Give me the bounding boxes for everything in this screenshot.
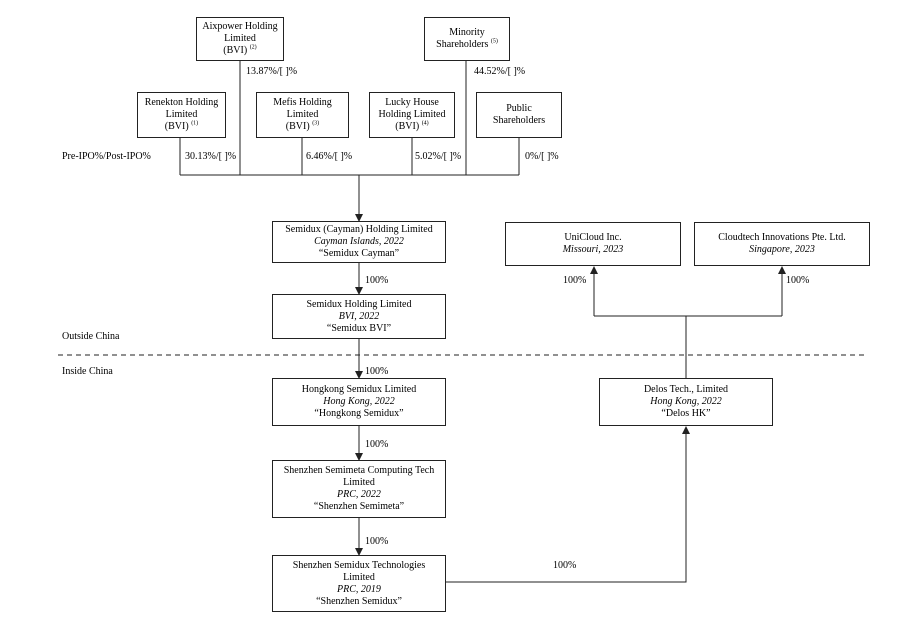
lucky-house-box: Lucky House Holding Limited (BVI) (4) — [369, 92, 455, 138]
mefis-ownership-label: 6.46%/[ ]% — [306, 151, 353, 162]
aixpower-box: Aixpower Holding Limited (BVI) (2) — [196, 17, 284, 61]
shenzhen-semidux-alias: “Shenzhen Semidux” — [316, 595, 402, 607]
minority-name-line1: Minority — [449, 27, 485, 38]
renekton-ownership-label: 30.13%/[ ]% — [185, 151, 237, 162]
cloudtech-box: Cloudtech Innovations Pte. Ltd. Singapor… — [694, 222, 870, 266]
outside-china-label: Outside China — [62, 331, 120, 342]
delos-hk-jurisdiction: Hong Kong, 2022 — [650, 396, 722, 407]
aixpower-name-line2: Limited — [224, 33, 256, 44]
minority-ownership-label: 44.52%/[ ]% — [474, 66, 526, 77]
semidux-cayman-alias: “Semidux Cayman” — [318, 248, 400, 259]
aixpower-ownership-label: 13.87%/[ ]% — [246, 66, 298, 77]
renekton-name-line2: Limited — [165, 109, 198, 120]
delos-to-unicloud-percent: 100% — [563, 275, 587, 286]
semidux-cayman-box: Semidux (Cayman) Holding Limited Cayman … — [272, 221, 446, 263]
minority-note: (5) — [490, 38, 498, 45]
hk-to-semimeta-percent: 100% — [365, 439, 389, 450]
delos-hk-alias: “Delos HK” — [661, 408, 711, 419]
inside-china-label: Inside China — [62, 366, 113, 377]
lucky-house-jurisdiction: (BVI) — [395, 121, 420, 132]
semidux-bvi-name: Semidux Holding Limited — [306, 298, 412, 310]
semidux-to-delos-percent: 100% — [553, 560, 577, 571]
mefis-box: Mefis Holding Limited (BVI) (3) — [256, 92, 349, 138]
hongkong-semidux-jurisdiction: Hong Kong, 2022 — [323, 396, 395, 407]
mefis-jurisdiction: (BVI) — [285, 121, 310, 132]
bvi-to-hk-percent: 100% — [365, 366, 389, 377]
cloudtech-jurisdiction: Singapore, 2023 — [749, 244, 815, 255]
semidux-cayman-jurisdiction: Cayman Islands, 2022 — [314, 236, 404, 247]
aixpower-jurisdiction: (BVI) — [223, 45, 248, 56]
lucky-house-note: (4) — [421, 120, 429, 127]
mefis-note: (3) — [312, 120, 320, 127]
hongkong-semidux-name: Hongkong Semidux Limited — [301, 384, 417, 395]
semidux-bvi-box: Semidux Holding Limited BVI, 2022 “Semid… — [272, 294, 446, 339]
shenzhen-semimeta-alias: “Shenzhen Semimeta” — [313, 501, 405, 512]
renekton-jurisdiction: (BVI) — [164, 121, 189, 132]
renekton-note: (1) — [191, 120, 199, 127]
pre-post-ipo-label: Pre-IPO%/Post-IPO% — [62, 151, 151, 162]
unicloud-jurisdiction: Missouri, 2023 — [562, 244, 624, 255]
mefis-name-line2: Limited — [286, 109, 319, 120]
delos-hk-name: Delos Tech., Limited — [643, 384, 729, 395]
lucky-house-name-line1: Lucky House — [385, 97, 439, 108]
renekton-box: Renekton Holding Limited (BVI) (1) — [137, 92, 226, 138]
unicloud-box: UniCloud Inc. Missouri, 2023 — [505, 222, 681, 266]
shenzhen-semimeta-jurisdiction: PRC, 2022 — [337, 489, 381, 500]
lucky-house-name-line2: Holding Limited — [378, 109, 446, 120]
hongkong-semidux-box: Hongkong Semidux Limited Hong Kong, 2022… — [272, 378, 446, 426]
delos-to-cloudtech-percent: 100% — [786, 275, 810, 286]
shenzhen-semidux-jurisdiction: PRC, 2019 — [337, 583, 381, 595]
unicloud-name: UniCloud Inc. — [564, 232, 622, 243]
hongkong-semidux-alias: “Hongkong Semidux” — [314, 408, 404, 419]
public-name: Public Shareholders — [492, 103, 546, 126]
aixpower-note: (2) — [249, 44, 257, 51]
delos-hk-box: Delos Tech., Limited Hong Kong, 2022 “De… — [599, 378, 773, 426]
renekton-name-line1: Renekton Holding — [144, 97, 219, 108]
public-shareholders-box: Public Shareholders — [476, 92, 562, 138]
semidux-bvi-jurisdiction: BVI, 2022 — [338, 310, 380, 322]
lucky-house-ownership-label: 5.02%/[ ]% — [415, 151, 462, 162]
aixpower-name-line1: Aixpower Holding — [202, 21, 278, 32]
minority-name-line2: Shareholders — [436, 39, 489, 50]
semidux-bvi-alias: “Semidux BVI” — [326, 322, 392, 334]
shenzhen-semimeta-box: Shenzhen Semimeta Computing Tech Limited… — [272, 460, 446, 518]
cloudtech-name: Cloudtech Innovations Pte. Ltd. — [718, 232, 846, 243]
minority-shareholders-box: Minority Shareholders (5) — [424, 17, 510, 61]
semidux-cayman-name: Semidux (Cayman) Holding Limited — [285, 224, 433, 235]
shenzhen-semidux-name: Shenzhen Semidux Technologies Limited — [292, 559, 426, 583]
cayman-to-bvi-percent: 100% — [365, 275, 389, 286]
semimeta-to-semidux-percent: 100% — [365, 536, 389, 547]
public-ownership-label: 0%/[ ]% — [525, 151, 559, 162]
mefis-name-line1: Mefis Holding — [273, 97, 332, 108]
shenzhen-semimeta-name: Shenzhen Semimeta Computing Tech Limited — [283, 465, 435, 488]
semidux-to-delos-arrow — [446, 426, 690, 583]
shenzhen-semidux-box: Shenzhen Semidux Technologies Limited PR… — [272, 555, 446, 612]
